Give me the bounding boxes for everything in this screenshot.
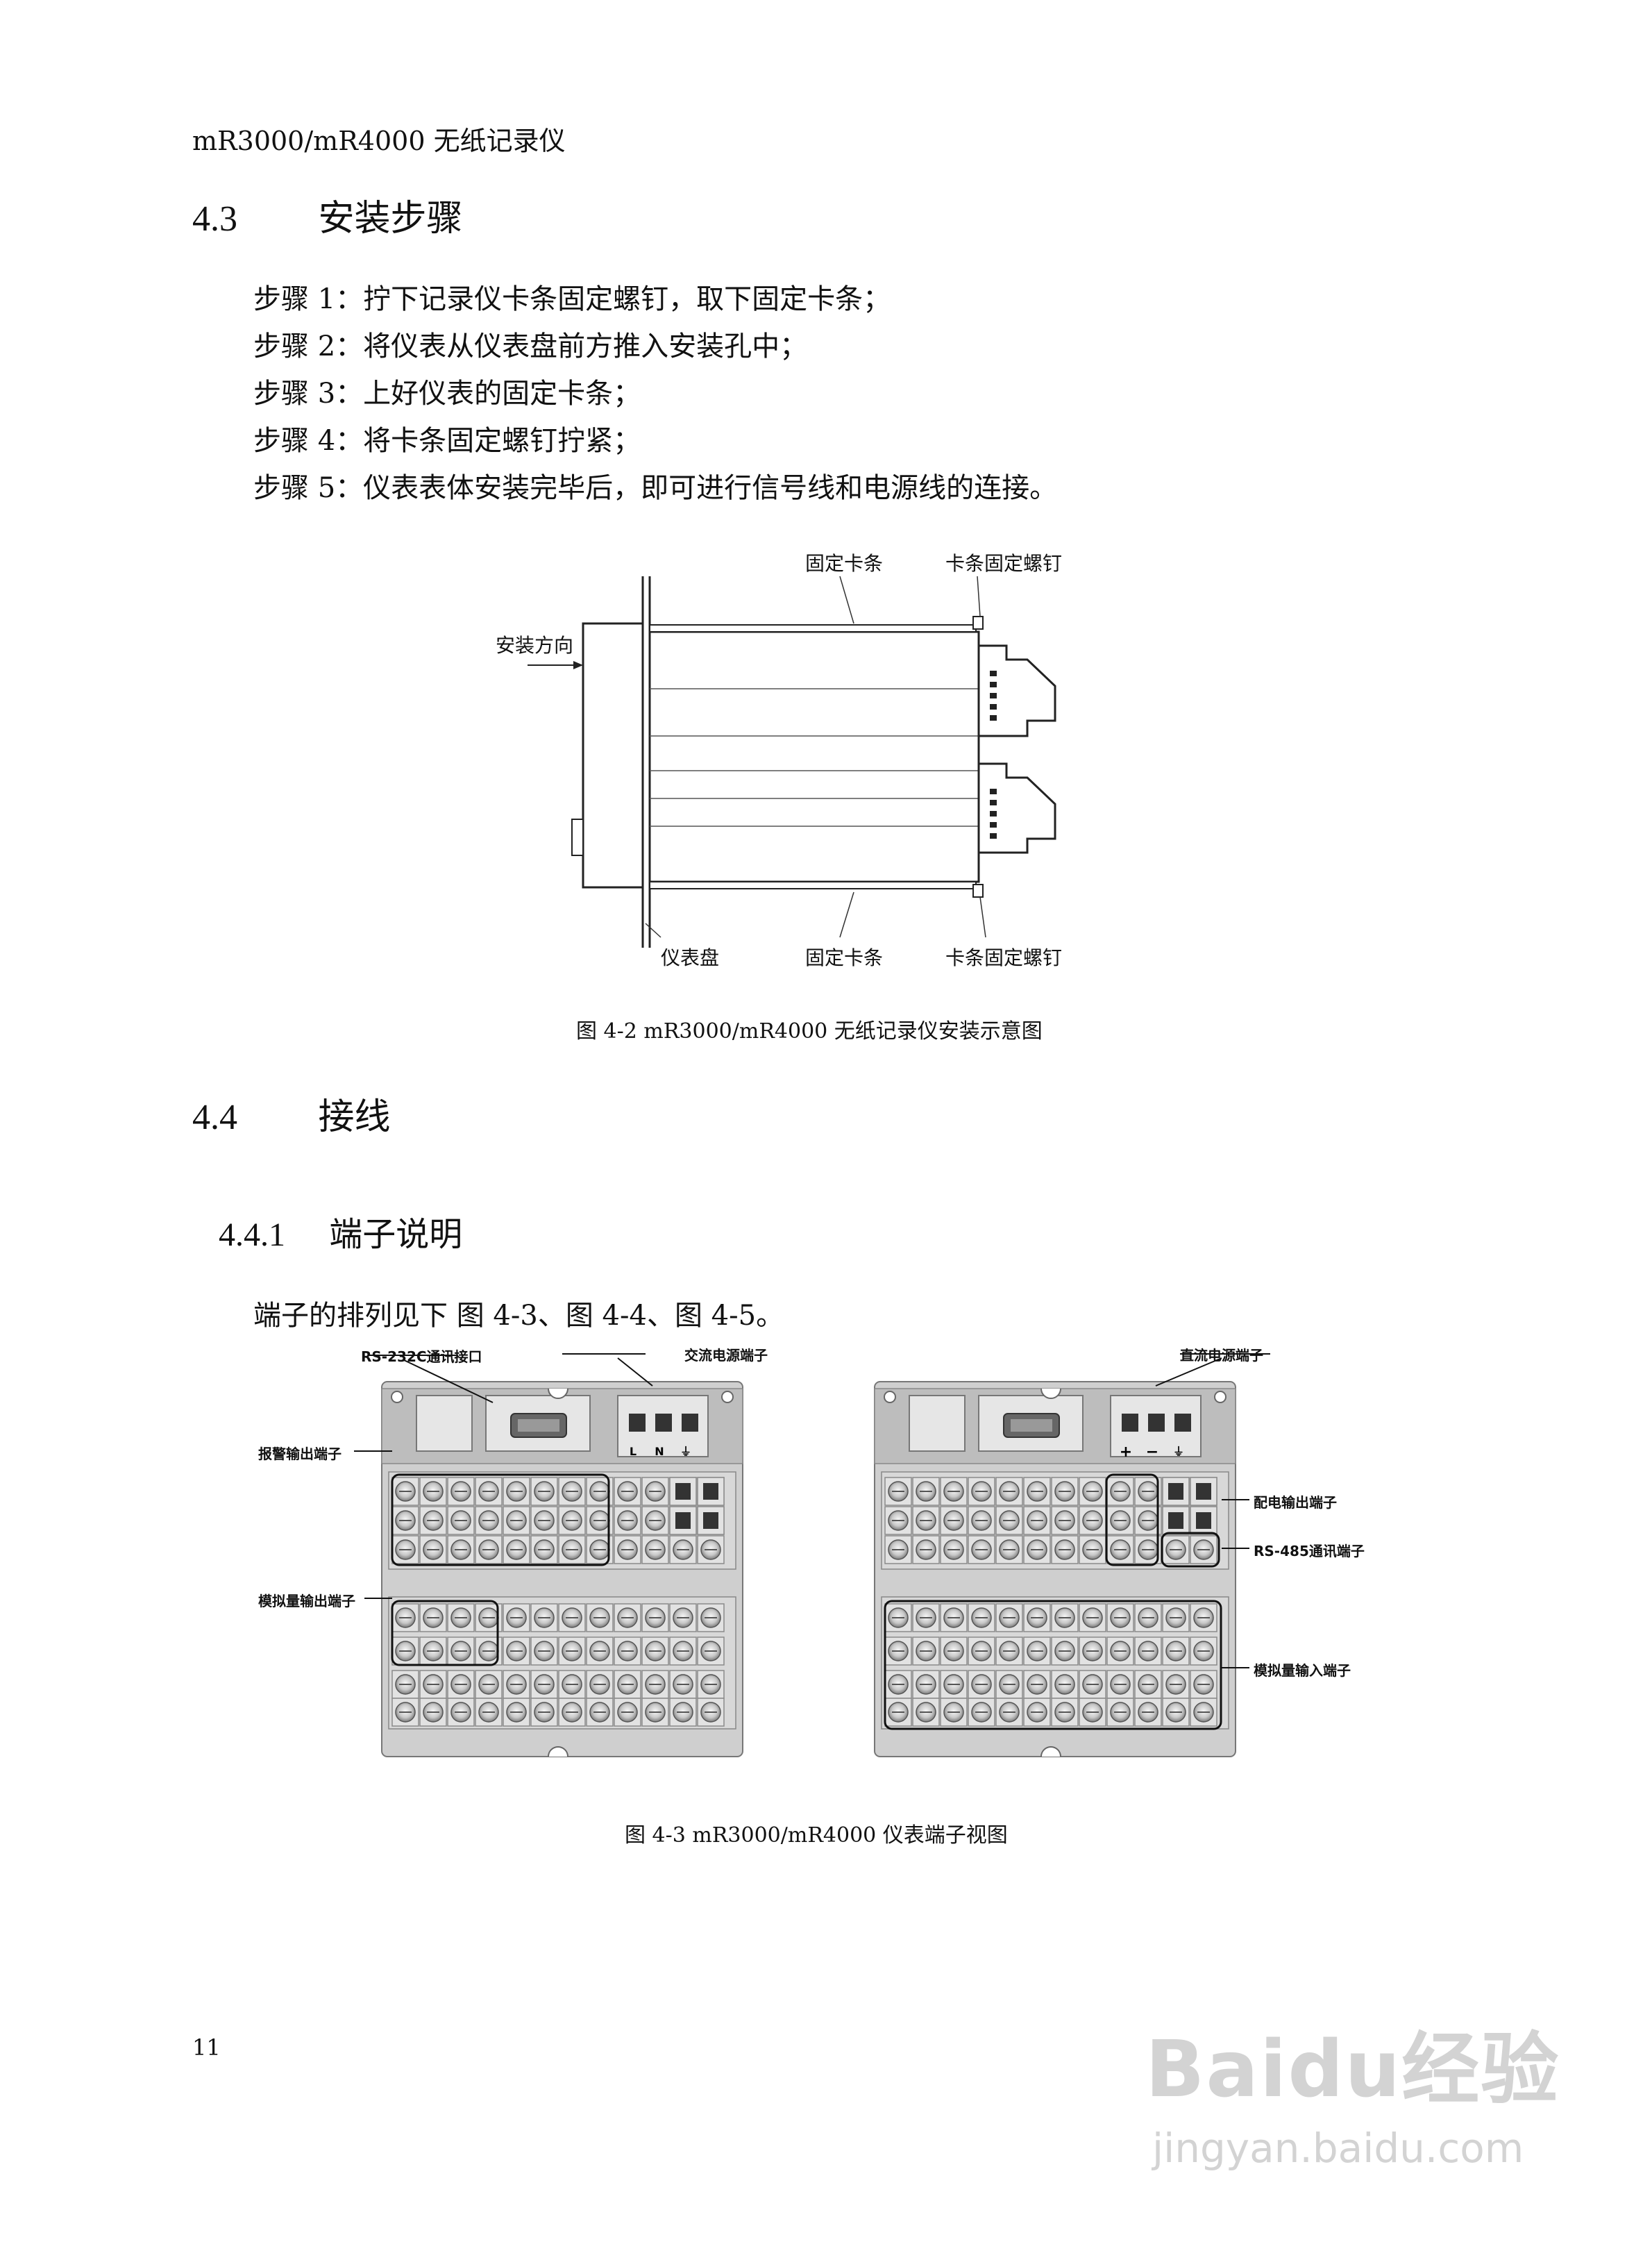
fixing-card-bottom	[649, 881, 977, 889]
page-number: 11	[192, 2034, 221, 2061]
step-1: 步骤 1：拧下记录仪卡条固定螺钉，取下固定卡条；	[253, 283, 891, 315]
alarm-output-outline	[391, 1473, 610, 1566]
running-header: mR3000/mR4000 无纸记录仪	[192, 126, 566, 156]
section-4-4-heading: 4.4 接线	[192, 1087, 391, 1139]
label-install-direction: 安装方向	[496, 634, 574, 657]
section-title: 接线	[318, 1096, 391, 1138]
step-4: 步骤 4：将卡条固定螺钉拧紧；	[253, 425, 641, 457]
instrument-body	[648, 630, 980, 883]
label-fixing-card-top: 固定卡条	[805, 552, 884, 575]
section-4-4-1-heading: 4.4.1 端子说明	[219, 1207, 462, 1255]
label-rs485-terminal: RS-485通讯端子	[1254, 1543, 1365, 1559]
label-panel: 仪表盘	[661, 946, 720, 969]
rear-connector-bottom	[977, 762, 1056, 854]
label-dc-power-terminal: 直流电源端子	[1180, 1347, 1263, 1364]
label-ac-power-terminal: 交流电源端子	[684, 1347, 768, 1364]
label-rs232-port: RS-232C通讯接口	[361, 1348, 482, 1365]
left-power-mark-n: N	[655, 1445, 664, 1458]
section-title: 安装步骤	[318, 198, 463, 240]
analog-input-outline	[884, 1600, 1222, 1730]
terminal-intro-text: 端子的排列见下 图 4-3、图 4-4、图 4-5。	[253, 1300, 784, 1332]
left-power-mark-l: L	[630, 1445, 637, 1458]
section-number: 4.3	[192, 199, 237, 239]
step-5: 步骤 5：仪表表体安装完毕后，即可进行信号线和电源线的连接。	[253, 472, 1058, 504]
step-3: 步骤 3：上好仪表的固定卡条；	[253, 378, 641, 410]
rear-connector-top	[977, 644, 1056, 737]
terminal-view-right	[875, 1382, 1236, 1757]
section-number: 4.4	[192, 1098, 237, 1137]
fixing-card-top	[649, 624, 977, 633]
figure-4-3-caption: 图 4-3 mR3000/mR4000 仪表端子视图	[625, 1823, 1008, 1848]
terminal-view-left	[382, 1382, 743, 1757]
front-bezel	[582, 622, 644, 889]
watermark-url: jingyan.baidu.com	[1152, 2125, 1524, 2172]
figure-4-2-caption: 图 4-2 mR3000/mR4000 无纸记录仪安装示意图	[576, 1019, 1043, 1044]
card-screw-bottom	[972, 884, 984, 898]
analog-output-outline	[391, 1600, 499, 1666]
rs485-outline	[1161, 1532, 1220, 1568]
left-power-mark-ground: ⏚	[680, 1445, 691, 1458]
label-card-screw-bottom: 卡条固定螺钉	[945, 946, 1063, 969]
front-latch	[571, 819, 584, 856]
right-power-mark-plus: +	[1120, 1443, 1132, 1461]
right-power-mark-minus: −	[1146, 1443, 1158, 1461]
label-alarm-output-terminal: 报警输出端子	[258, 1446, 342, 1462]
label-analog-input-terminal: 模拟量输入端子	[1254, 1662, 1351, 1679]
installation-diagram	[528, 576, 1056, 948]
label-card-screw-top: 卡条固定螺钉	[945, 552, 1063, 575]
distribution-output-outline	[1105, 1473, 1159, 1566]
label-fixing-card-bottom: 固定卡条	[805, 946, 884, 969]
label-analog-output-terminal: 模拟量输出端子	[258, 1593, 355, 1609]
terminal-view-diagram: L N ⏚ + − ⏚	[354, 1353, 1270, 1770]
right-power-mark-ground: ⏚	[1173, 1445, 1184, 1458]
watermark-brand: Baidu经验	[1145, 2025, 1560, 2115]
section-4-3-heading: 4.3 安装步骤	[192, 189, 463, 241]
label-distribution-output-terminal: 配电输出端子	[1254, 1494, 1337, 1511]
section-number: 4.4.1	[219, 1216, 285, 1253]
step-2: 步骤 2：将仪表从仪表盘前方推入安装孔中；	[253, 330, 808, 362]
section-title: 端子说明	[329, 1215, 463, 1254]
card-screw-top	[972, 616, 984, 630]
